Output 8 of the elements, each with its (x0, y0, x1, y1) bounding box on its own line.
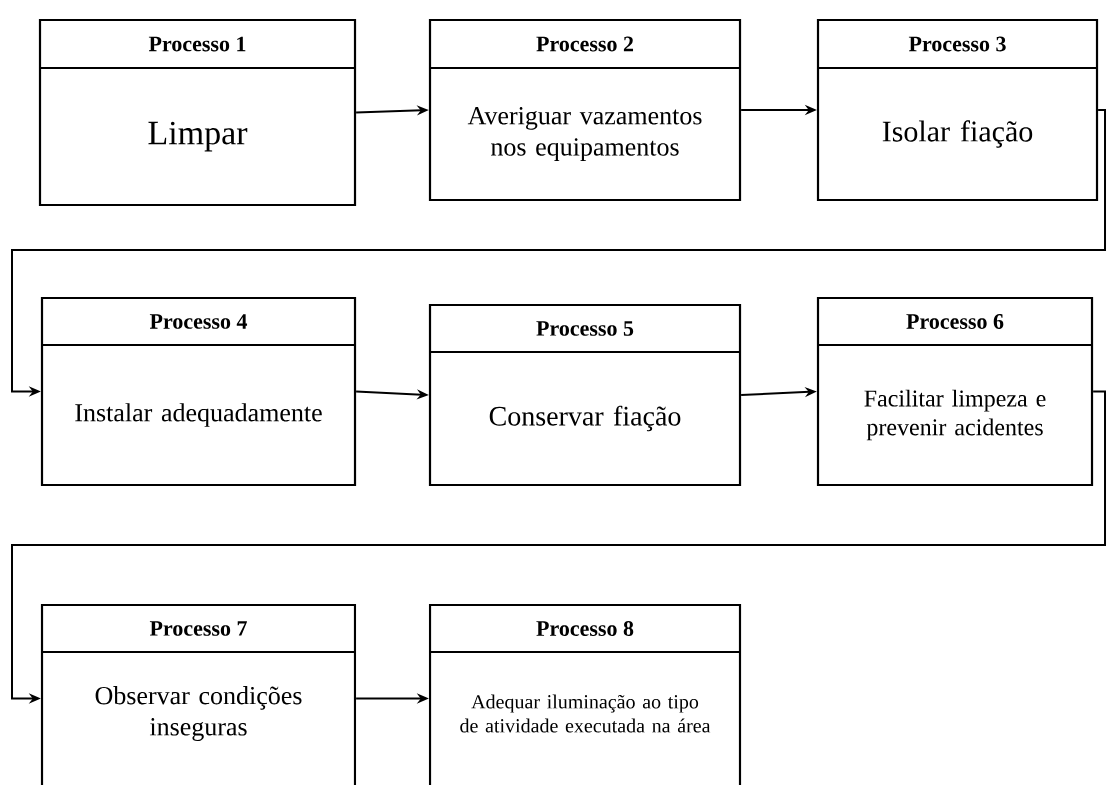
process-box: Processo 5 Conservar fiação (428, 303, 742, 487)
process-box: Processo 2 Averiguar vazamentos nos equipamentos (428, 18, 742, 202)
process-box: Processo 8 Adequar iluminação ao tipo de atividade executada na área (428, 603, 742, 785)
process-box: Processo 1 Limpar (38, 18, 357, 207)
process-box: Processo 3 Isolar fiação (816, 18, 1099, 202)
process-box: Processo 7 Observar condições inseguras (40, 603, 357, 785)
process-box: Processo 4 Instalar adequadamente (40, 296, 357, 487)
process-box: Processo 6 Facilitar limpeza e prevenir acidentes (816, 296, 1094, 487)
